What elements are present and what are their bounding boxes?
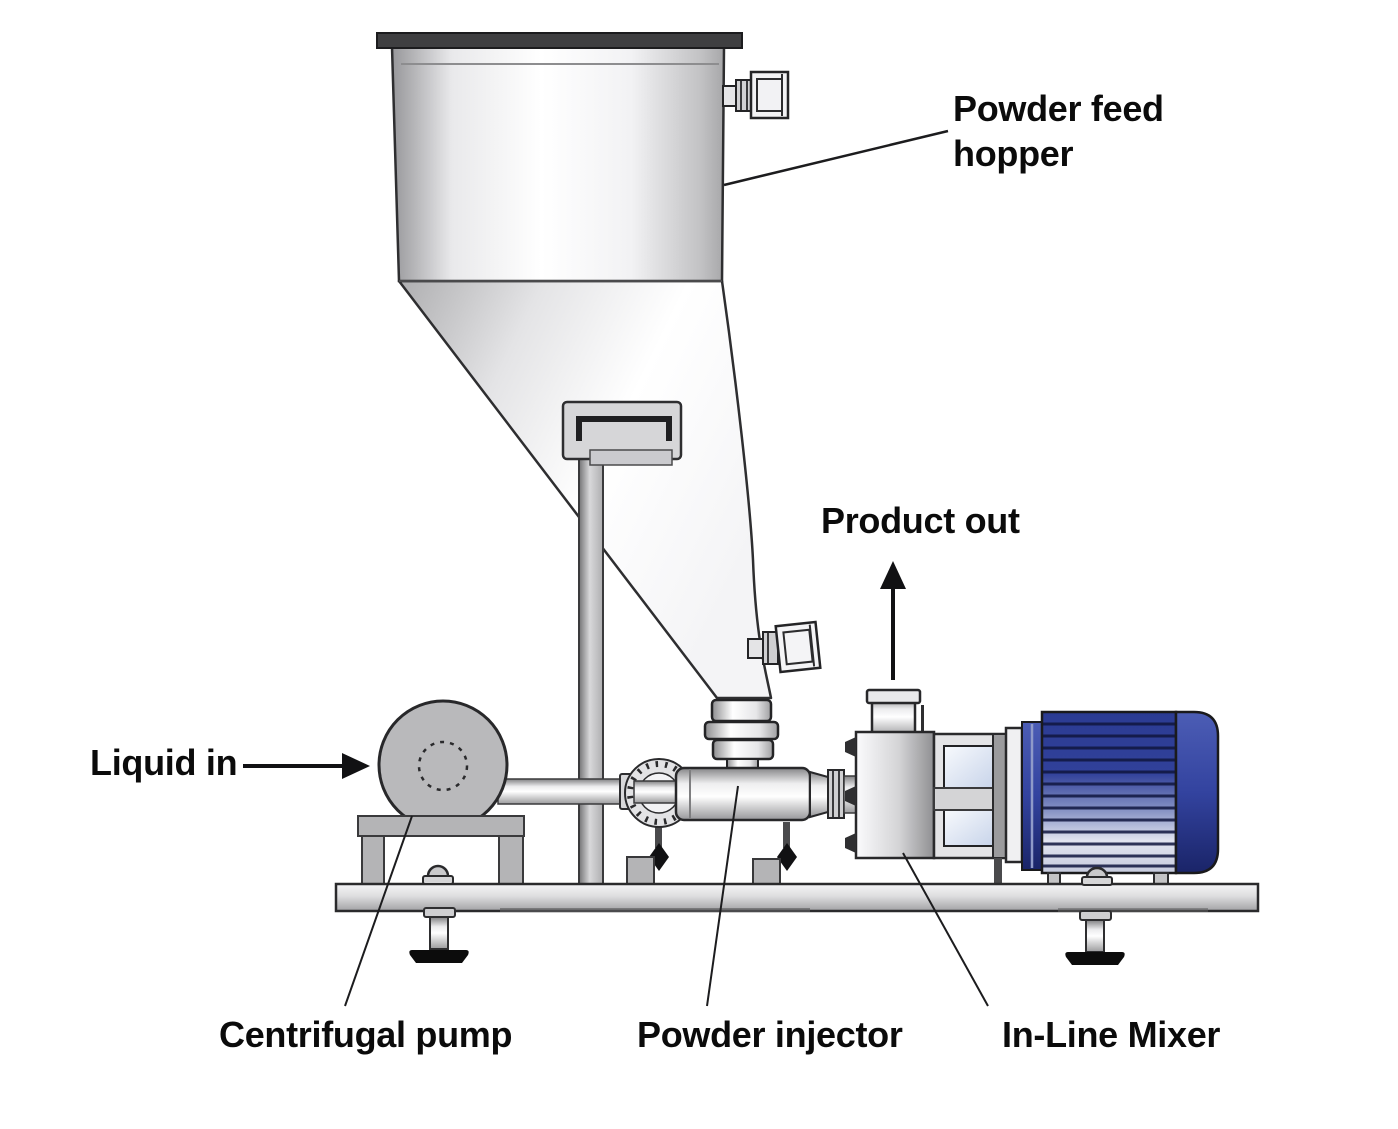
powder-injector-body [633, 766, 859, 822]
drain-legs [626, 822, 797, 886]
centrifugal-pump [377, 699, 509, 831]
motor-cooling-fins [1043, 722, 1175, 868]
pump-mount-frame [357, 815, 525, 887]
coupling-frame-leg [994, 858, 1002, 888]
arrow-liquid-in [243, 753, 370, 779]
base-bolt [422, 864, 454, 885]
inline-mixer-head [845, 688, 936, 860]
label-powder-feed-hopper-line2: hopper [953, 133, 1074, 174]
label-powder-feed-hopper-line1: Powder feed [953, 88, 1164, 129]
outlet-flange-stack [703, 698, 780, 771]
leader-line-mixer [902, 852, 989, 1007]
hopper-lid [376, 32, 743, 49]
arrow-product-out [880, 561, 906, 680]
leader-line-pump [344, 815, 413, 1007]
hopper-support-post [578, 427, 604, 887]
label-powder-feed-hopper: Powder feed hopper [953, 86, 1164, 176]
leveling-foot-right [1065, 910, 1125, 965]
hopper-body [390, 45, 726, 283]
label-powder-injector: Powder injector [637, 1014, 903, 1055]
hopper-support-bracket [561, 400, 683, 466]
leveling-foot-left [409, 907, 469, 963]
electric-motor [1004, 710, 1220, 887]
label-inline-mixer: In-Line Mixer [1002, 1014, 1221, 1055]
label-product-out: Product out [821, 500, 1020, 541]
motor-end-cap [1174, 710, 1220, 875]
leader-line-injector [706, 785, 739, 1007]
hopper-level-sensor-fitting [722, 70, 790, 120]
coupling-frame [932, 732, 1008, 888]
base-plate [334, 882, 1260, 913]
motor-adapter-plate [1004, 726, 1024, 864]
label-liquid-in: Liquid in [90, 742, 238, 783]
pump-shaft-dashed-circle [417, 740, 469, 792]
base-bolt [1081, 866, 1113, 886]
motor-finned-body [1040, 710, 1178, 875]
label-centrifugal-pump: Centrifugal pump [219, 1014, 513, 1055]
suction-pipe [497, 778, 625, 805]
leader-line-hopper [723, 129, 949, 187]
cone-sight-glass-fitting [747, 620, 822, 674]
